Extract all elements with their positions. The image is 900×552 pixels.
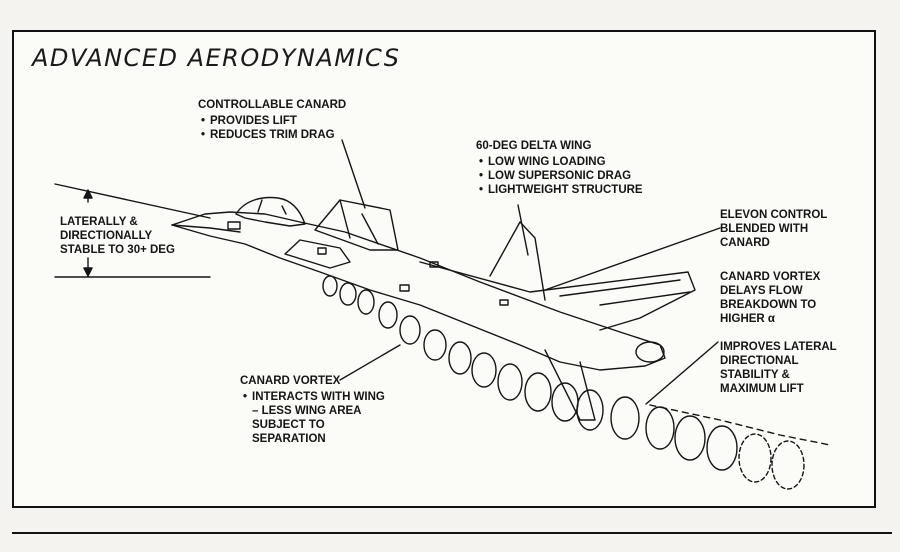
callout-bullet: INTERACTS WITH WING – LESS WING AREA SUB… <box>240 390 390 446</box>
leader-elevon <box>544 227 721 291</box>
callout-lateral: IMPROVES LATERAL DIRECTIONAL STABILITY &… <box>720 340 837 396</box>
leader-lateral <box>645 341 719 405</box>
aircraft-canopy <box>235 196 306 227</box>
callout-line: STABILITY & <box>720 369 790 381</box>
callout-delta-wing: 60-DEG DELTA WING LOW WING LOADING LOW S… <box>476 139 643 197</box>
callout-bullet: REDUCES TRIM DRAG <box>198 128 346 142</box>
vortex-trail <box>322 275 831 490</box>
callout-bullet: LOW SUPERSONIC DRAG <box>476 169 643 183</box>
callout-line: DIRECTIONALLY <box>60 230 153 242</box>
callout-line: CANARD VORTEX <box>720 271 821 283</box>
callout-vortex-flow: CANARD VORTEX DELAYS FLOW BREAKDOWN TO H… <box>720 270 820 326</box>
callout-heading: CANARD VORTEX <box>240 375 341 387</box>
callout-canard-vortex: CANARD VORTEX INTERACTS WITH WING – LESS… <box>240 374 390 446</box>
callout-line: IMPROVES LATERAL <box>720 341 837 353</box>
callout-heading: CONTROLLABLE CANARD <box>198 99 347 111</box>
callout-bullet: LIGHTWEIGHT STRUCTURE <box>476 183 643 197</box>
callout-line: BLENDED WITH <box>720 223 809 235</box>
callout-line: DIRECTIONAL <box>720 355 799 367</box>
callout-line: DELAYS FLOW <box>720 285 803 297</box>
callout-line: CANARD <box>720 237 770 249</box>
callout-canard: CONTROLLABLE CANARD PROVIDES LIFT REDUCE… <box>198 98 346 142</box>
bottom-rule <box>12 532 892 534</box>
callout-elevon: ELEVON CONTROL BLENDED WITH CANARD <box>720 208 827 250</box>
callout-bullet: LOW WING LOADING <box>476 155 643 169</box>
aircraft-intake <box>284 239 351 269</box>
stability-reference-line <box>54 183 211 219</box>
aircraft-fuselage <box>171 211 666 371</box>
callout-bullet: PROVIDES LIFT <box>198 114 346 128</box>
callout-stability: LATERALLY & DIRECTIONALLY STABLE TO 30+ … <box>60 215 175 257</box>
callout-line: HIGHER α <box>720 313 775 325</box>
callout-line: ELEVON CONTROL <box>720 209 828 221</box>
aircraft-delta-wing <box>419 261 696 331</box>
callout-heading: 60-DEG DELTA WING <box>476 140 592 152</box>
page-title: ADVANCED AERODYNAMICS <box>32 44 401 72</box>
callout-line: STABLE TO 30+ DEG <box>60 244 175 256</box>
aircraft-canard <box>314 199 399 251</box>
callout-line: LATERALLY & <box>60 216 138 228</box>
leader-canard-vortex <box>339 344 401 381</box>
aircraft-fin <box>489 221 546 301</box>
callout-line: MAXIMUM LIFT <box>720 383 804 395</box>
leader-delta-wing <box>517 204 529 256</box>
leader-canard <box>341 139 366 209</box>
callout-line: BREAKDOWN TO <box>720 299 817 311</box>
